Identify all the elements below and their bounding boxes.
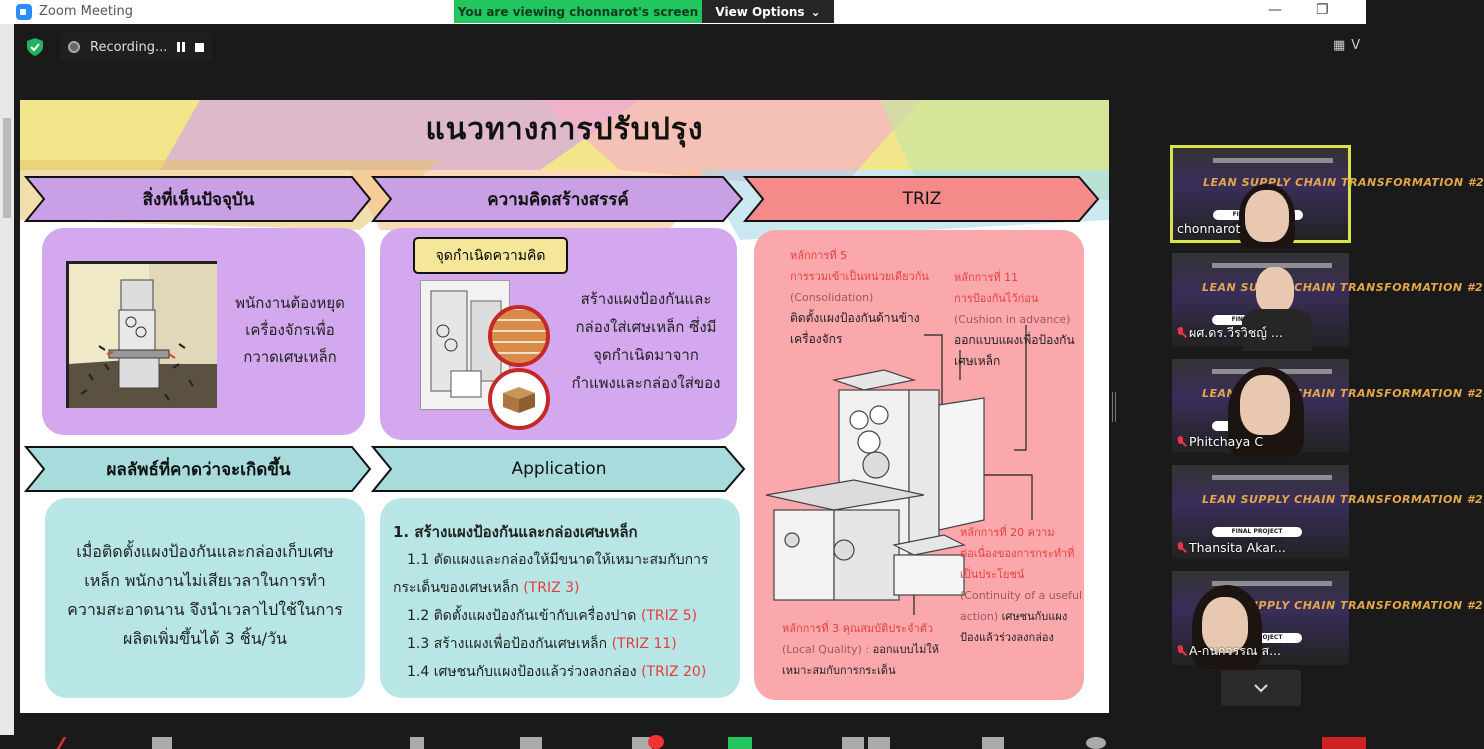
- share-message: You are viewing chonnarot's screen: [454, 0, 702, 23]
- left-scroll-strip: [0, 24, 14, 749]
- banner-application: Application: [370, 446, 746, 492]
- more-icon[interactable]: [1086, 737, 1106, 749]
- zoom-icon: [16, 4, 32, 20]
- chevron-down-icon: ⌄: [810, 4, 821, 19]
- participant-name: Phitchaya C: [1176, 434, 1263, 449]
- apps-icon[interactable]: [982, 737, 1004, 749]
- participant-video: [1256, 267, 1294, 313]
- security-shield-icon[interactable]: [20, 34, 50, 60]
- pause-recording-icon[interactable]: [177, 42, 186, 52]
- participant-tile[interactable]: LEAN SUPPLY CHAIN TRANSFORMATION #2 FINA…: [1170, 145, 1484, 248]
- muted-mic-icon: [1176, 327, 1186, 339]
- scroll-down-button[interactable]: [1221, 670, 1301, 706]
- participant-name: ผศ.ดร.วีรวิชญ์ ...: [1176, 323, 1283, 343]
- slide-title: แนวทางการปรับปรุง: [425, 112, 704, 147]
- muted-mic-icon: [1176, 645, 1186, 657]
- idea-origin-label: จุดกำเนิดความคิด: [413, 237, 568, 274]
- expected-description: เมื่อติดตั้งแผงป้องกันและกล่องเก็บเศษ เห…: [67, 542, 343, 648]
- share-screen-icon[interactable]: [728, 737, 752, 749]
- current-description: พนักงานต้องหยุด เครื่องจักรเพื่อ กวาดเศษ…: [235, 294, 345, 366]
- application-item: 1.3 สร้างแผงเพื่อป้องกันเศษเหล็ก (TRIZ 1…: [407, 636, 677, 652]
- participants-icon[interactable]: [520, 737, 542, 749]
- participant-tile[interactable]: LEAN SUPPLY CHAIN TRANSFORMATION #2 FINA…: [1170, 251, 1483, 351]
- participant-tile[interactable]: LEAN SUPPLY CHAIN TRANSFORMATION #2 FINA…: [1170, 357, 1483, 457]
- triz-machine-diagram: [765, 325, 1033, 615]
- triz-principle-11: หลักการที่ 11 การป้องกันไว้ก่อน (Cushion…: [954, 271, 1075, 368]
- application-list: 1. สร้างแผงป้องกันและกล่องเศษเหล็ก 1.1 ต…: [393, 518, 738, 686]
- triz-principle-20: หลักการที่ 20 ความ ต่อเนื่องของการกระทำท…: [960, 526, 1083, 644]
- reactions-icon[interactable]: [868, 737, 890, 749]
- chevron-down-icon: [1254, 684, 1268, 693]
- recording-indicator: Recording...: [60, 33, 213, 61]
- grid-icon: ▦: [1333, 38, 1346, 53]
- record-toolbar-icon[interactable]: [842, 737, 864, 749]
- chat-badge: [648, 735, 664, 749]
- application-item-cont: กระเด็นของเศษเหล็ก (TRIZ 3): [393, 580, 580, 596]
- view-options-button[interactable]: View Options ⌄: [702, 0, 834, 23]
- banner-expected: ผลลัพธ์ที่คาดว่าจะเกิดขึ้น: [23, 446, 372, 492]
- current-machine-image: [66, 261, 217, 408]
- panel-resize-handle[interactable]: [1112, 392, 1116, 422]
- application-item: 1.2 ติดตั้งแผงป้องกันเข้ากับเครื่องปาด (…: [407, 608, 698, 624]
- minimize-icon[interactable]: —: [1268, 2, 1282, 18]
- brick-wall-icon: [488, 305, 550, 367]
- security-icon[interactable]: [410, 737, 424, 749]
- participant-tile[interactable]: LEAN SUPPLY CHAIN TRANSFORMATION #2 FINA…: [1170, 569, 1483, 669]
- application-item: 1.4 เศษชนกับแผงป้องแล้วร่วงลงกล่อง (TRIZ…: [407, 664, 707, 680]
- participant-video: [1240, 375, 1290, 435]
- card-application: [380, 498, 740, 698]
- meeting-toolbar: [0, 735, 1366, 749]
- screen-share-banner: You are viewing chonnarot's screen View …: [454, 0, 834, 23]
- banner-creative: ความคิดสร้างสรรค์: [370, 176, 744, 222]
- recording-bar: Recording...: [20, 33, 213, 61]
- scrollbar[interactable]: [3, 118, 11, 218]
- application-item: 1.1 ตัดแผงและกล่องให้มีขนาดให้เหมาะสมกับ…: [407, 552, 709, 568]
- gallery-view-button[interactable]: ▦V: [1333, 38, 1361, 53]
- stop-recording-icon[interactable]: [195, 42, 205, 52]
- chat-icon[interactable]: [632, 737, 652, 749]
- muted-mic-icon: [1176, 435, 1186, 448]
- participant-tile[interactable]: LEAN SUPPLY CHAIN TRANSFORMATION #2 FINA…: [1170, 463, 1483, 561]
- participant-name: Thansita Akar...: [1176, 540, 1286, 555]
- muted-mic-icon: [1176, 541, 1186, 554]
- window-title: Zoom Meeting: [39, 4, 134, 19]
- banner-current: สิ่งที่เห็นปัจจุบัน: [23, 176, 372, 222]
- restore-icon[interactable]: ❐: [1316, 2, 1329, 18]
- creative-description: สร้างแผงป้องกันและ กล่องใส่เศษเหล็ก ซึ่ง…: [571, 290, 721, 392]
- application-heading: 1. สร้างแผงป้องกันและกล่องเศษเหล็ก: [393, 523, 638, 541]
- participant-video: [1202, 597, 1248, 653]
- record-icon: [68, 41, 80, 53]
- video-icon[interactable]: [152, 737, 172, 749]
- shared-slide: แนวทางการปรับปรุง สิ่งที่เห็นปัจจุบัน คว…: [20, 100, 1109, 713]
- view-options-label: View Options: [715, 4, 805, 19]
- triz-principle-5: หลักการที่ 5 การรวมเข้าเป็นหน่วยเดียวกัน…: [790, 249, 929, 346]
- participant-name: chonnarot: [1177, 221, 1241, 236]
- card-expected: [45, 498, 365, 698]
- banner-triz: TRIZ: [742, 176, 1100, 222]
- box-icon: [488, 368, 550, 430]
- recording-label: Recording...: [90, 39, 168, 55]
- leave-button[interactable]: [1322, 737, 1366, 749]
- participant-name: A-กนกวรรณ ส...: [1176, 641, 1281, 661]
- participant-video: [1245, 190, 1289, 242]
- triz-principle-3: หลักการที่ 3 คุณสมบัติประจำตัว (Local Qu…: [782, 622, 939, 677]
